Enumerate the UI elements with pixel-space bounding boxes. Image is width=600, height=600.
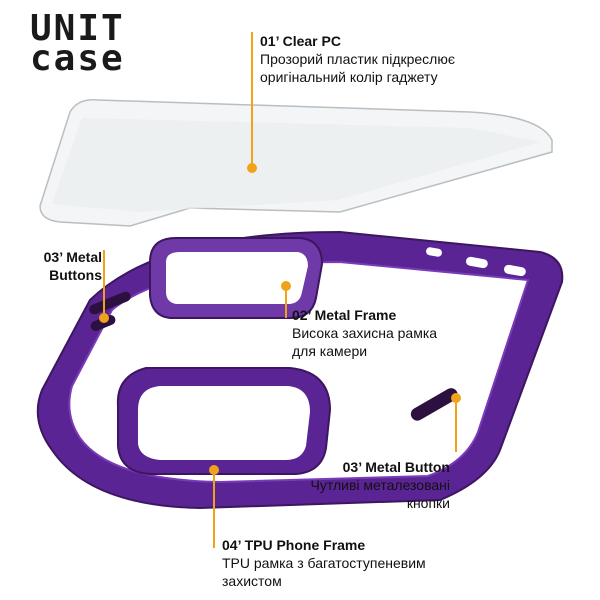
label-clear-pc: 01’ Clear PC Прозорий пластик підкреслює…	[260, 32, 500, 86]
clear-pc-plate	[39, 99, 553, 227]
brand-logo-line2: case	[30, 38, 125, 79]
metal-buttons-left	[89, 291, 131, 331]
label-clear-pc-title: 01’ Clear PC	[260, 33, 341, 49]
label-metal-frame-desc: Висока захисна рамка для камери	[292, 325, 438, 359]
brand-logo-line1: UNIT	[30, 8, 125, 49]
label-metal-button-desc: Чутливі металезовані кнопки	[310, 477, 450, 511]
brand-logo: UNIT case	[30, 8, 125, 79]
label-tpu-frame-desc: TPU рамка з багатоступеневим захистом	[222, 555, 426, 589]
label-metal-buttons-title: 03’ Metal Buttons	[43, 249, 102, 283]
metal-button-right	[410, 388, 458, 421]
label-metal-button: 03’ Metal Button Чутливі металезовані кн…	[290, 458, 450, 512]
label-metal-frame: 02’ Metal Frame Висока захисна рамка для…	[292, 306, 462, 360]
callout-lines	[103, 32, 457, 548]
label-clear-pc-desc: Прозорий пластик підкреслює оригінальний…	[260, 51, 455, 85]
label-metal-frame-title: 02’ Metal Frame	[292, 307, 397, 323]
label-tpu-frame-title: 04’ TPU Phone Frame	[222, 537, 366, 553]
label-metal-buttons: 03’ Metal Buttons	[16, 248, 102, 284]
metal-camera-frame	[149, 237, 324, 319]
label-tpu-frame: 04’ TPU Phone Frame TPU рамка з багатост…	[222, 536, 462, 590]
callout-dots	[99, 163, 461, 475]
label-metal-button-title: 03’ Metal Button	[342, 459, 450, 475]
